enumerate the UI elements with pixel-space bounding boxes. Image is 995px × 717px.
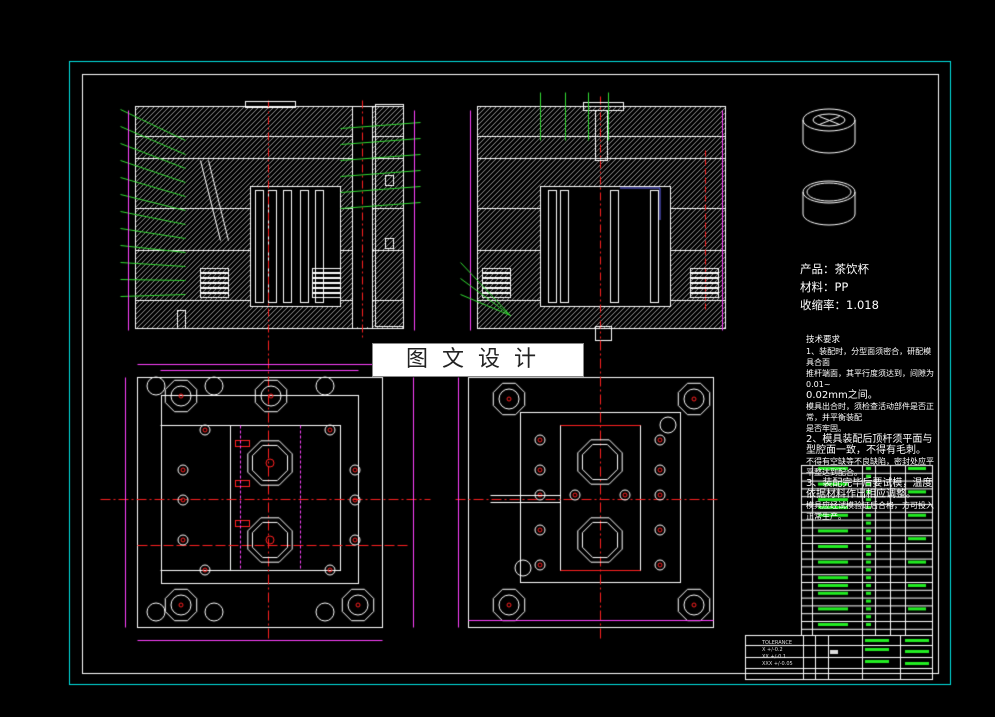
product-shrinkage: 收缩率：1.018: [800, 298, 879, 312]
tech-line: 模具应经试模验证后合格，方可投入正常生产。: [806, 501, 934, 521]
tolerance-title: TOLERANCE: [762, 640, 793, 646]
technical-requirements: 技术要求 1、装配时，分型面须密合，研配模具合面 推杆端面，其平行度须达到，间隙…: [806, 335, 934, 522]
tech-line: 是否牢固。: [806, 424, 846, 433]
tech-line: 不得有空缺等不良缺陷，密封处应平平整达到配合。: [806, 457, 934, 477]
tech-line: 3、装配完毕后要试模，温度依据材料作出相应调整。: [806, 478, 933, 500]
product-material: 材料：PP: [800, 280, 849, 294]
tech-line: 0.02mm之间。: [806, 390, 878, 401]
tolerance-box: TOLERANCE X +/-0.2 XX +/-0.1 XXX +/-0.05: [762, 640, 793, 668]
tech-heading: 技术要求: [806, 335, 841, 345]
product-name: 产品：茶饮杯: [800, 262, 869, 276]
tech-line: 推杆端面，其平行度须达到，间隙为0.01~: [806, 369, 934, 389]
tolerance-row: XX +/-0.1: [762, 654, 787, 660]
product-info: 产品：茶饮杯 材料：PP 收缩率：1.018: [800, 260, 879, 314]
tech-line: 模具出合时，须检查活动部件是否正常，并平衡装配: [806, 402, 934, 422]
tech-line: 2、模具装配后顶杆须平面与型腔面一致，不得有毛刺。: [806, 434, 933, 456]
watermark-banner: 图文设计: [372, 343, 584, 377]
tech-line: 1、装配时，分型面须密合，研配模具合面: [806, 347, 932, 367]
tolerance-row: X +/-0.2: [762, 647, 783, 653]
tolerance-row: XXX +/-0.05: [762, 661, 793, 667]
